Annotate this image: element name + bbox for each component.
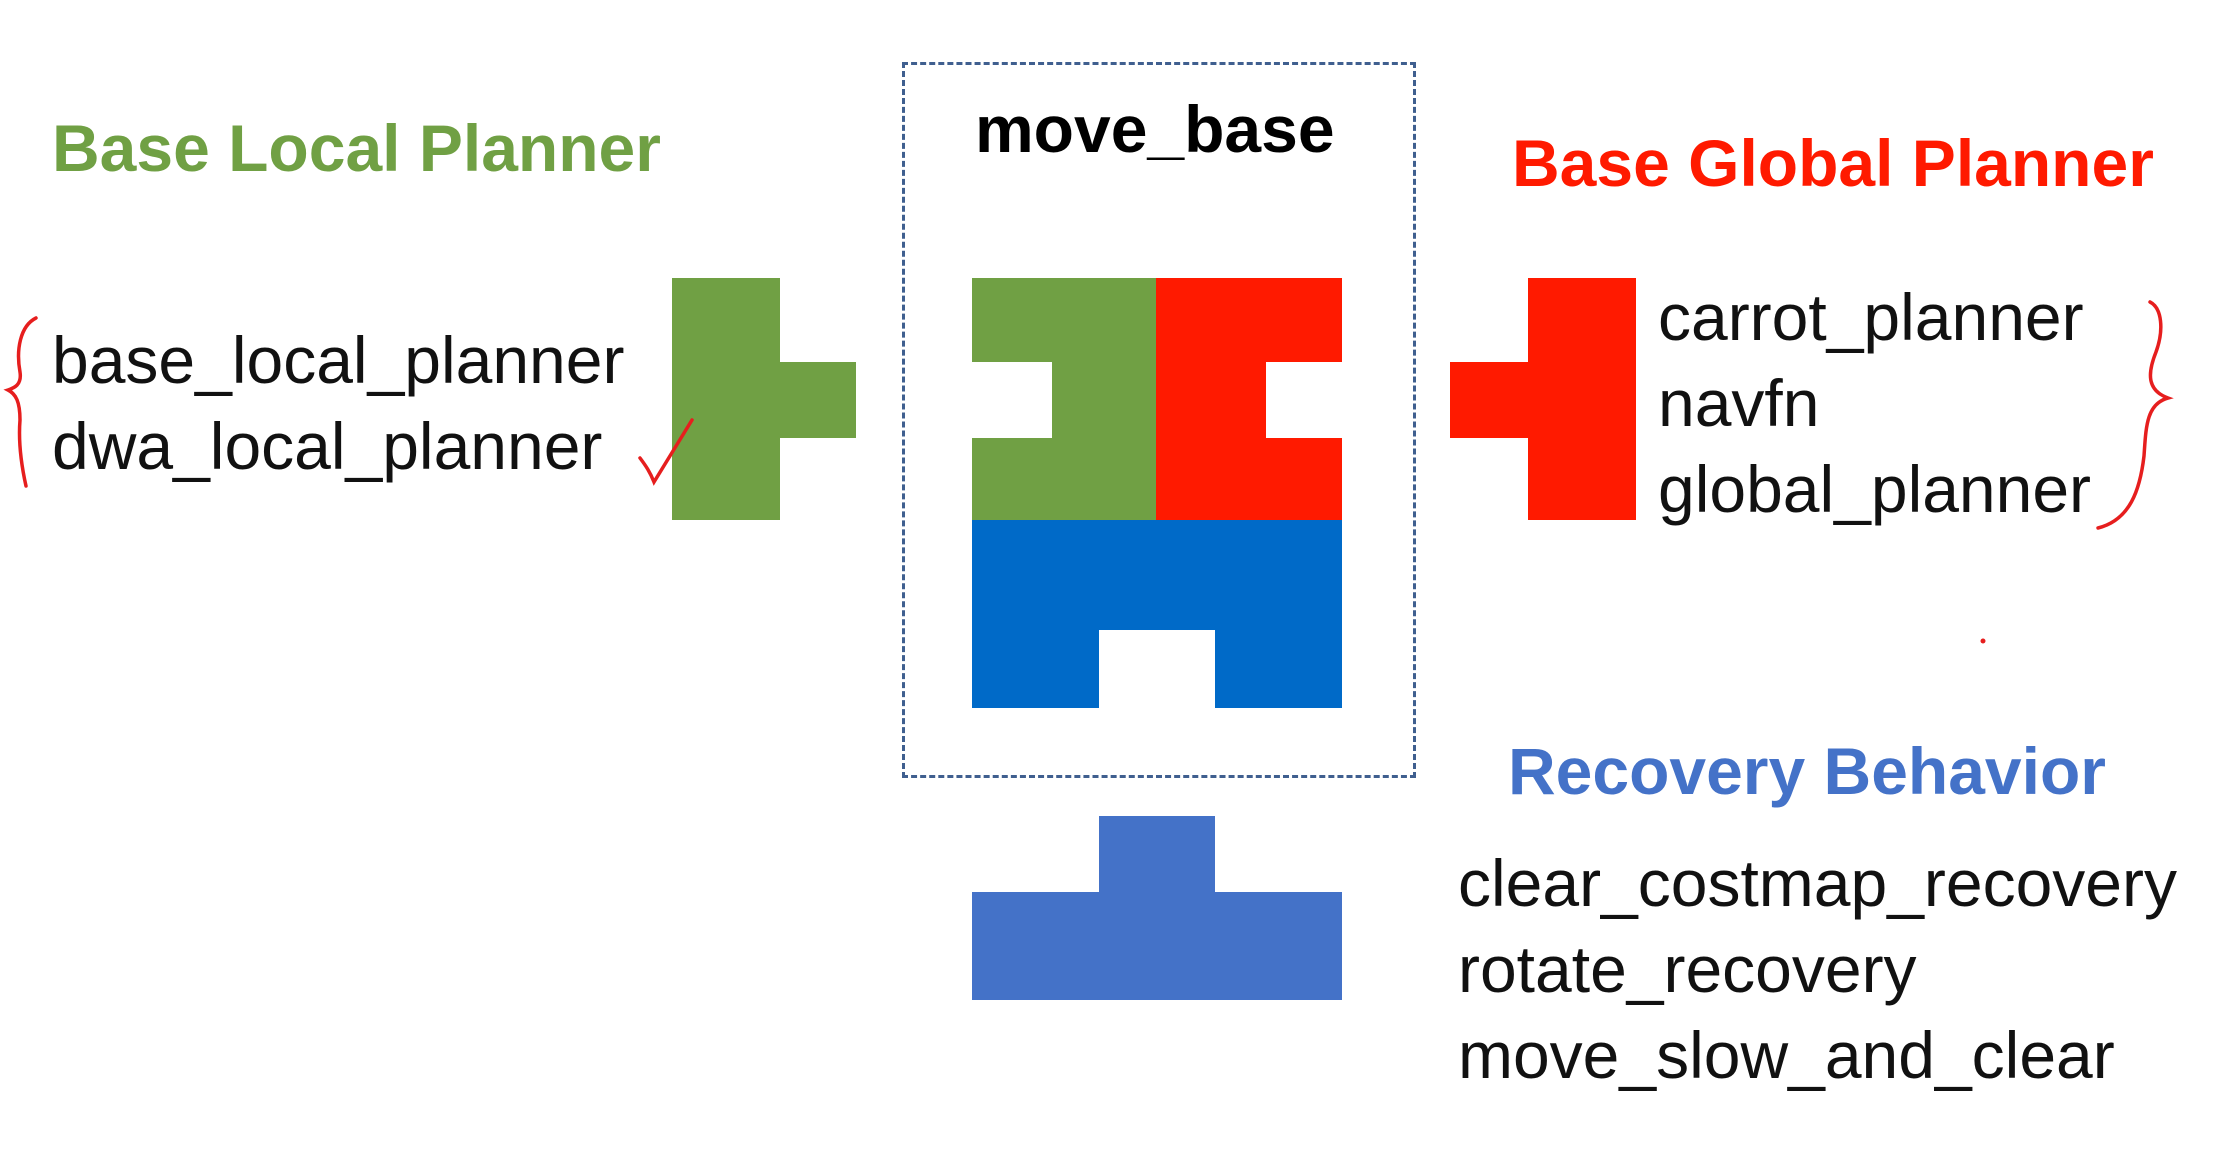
local-planner-item: dwa_local_planner [52,409,603,483]
global-planner-piece-tab [1450,362,1528,438]
global-planner-item: carrot_planner [1658,280,2084,354]
left-brace-annotation [3,316,38,488]
local-socket-notch [972,362,1052,438]
global-planner-title: Base Global Planner [1512,126,2154,200]
local-planner-piece-tab [780,362,856,438]
recovery-piece-tab [1099,816,1215,892]
right-brace-annotation [2096,300,2174,530]
move-base-title: move_base [975,92,1335,166]
global-socket-notch [1266,362,1342,438]
checkmark-annotation [638,418,694,486]
global-planner-item: navfn [1658,366,1820,440]
local-planner-item: base_local_planner [52,323,625,397]
move-base-frame [902,62,1416,778]
local-planner-piece [672,278,780,520]
recovery-item: move_slow_and_clear [1458,1018,2115,1092]
recovery-item: clear_costmap_recovery [1458,846,2177,920]
global-planner-item: global_planner [1658,452,2092,526]
recovery-socket-notch [1099,630,1215,708]
global-planner-piece [1528,278,1636,520]
local-planner-title: Base Local Planner [52,111,661,185]
recovery-title: Recovery Behavior [1508,734,2106,808]
recovery-item: rotate_recovery [1458,932,1917,1006]
recovery-piece [972,892,1342,1000]
dot-annotation [1980,638,1986,644]
